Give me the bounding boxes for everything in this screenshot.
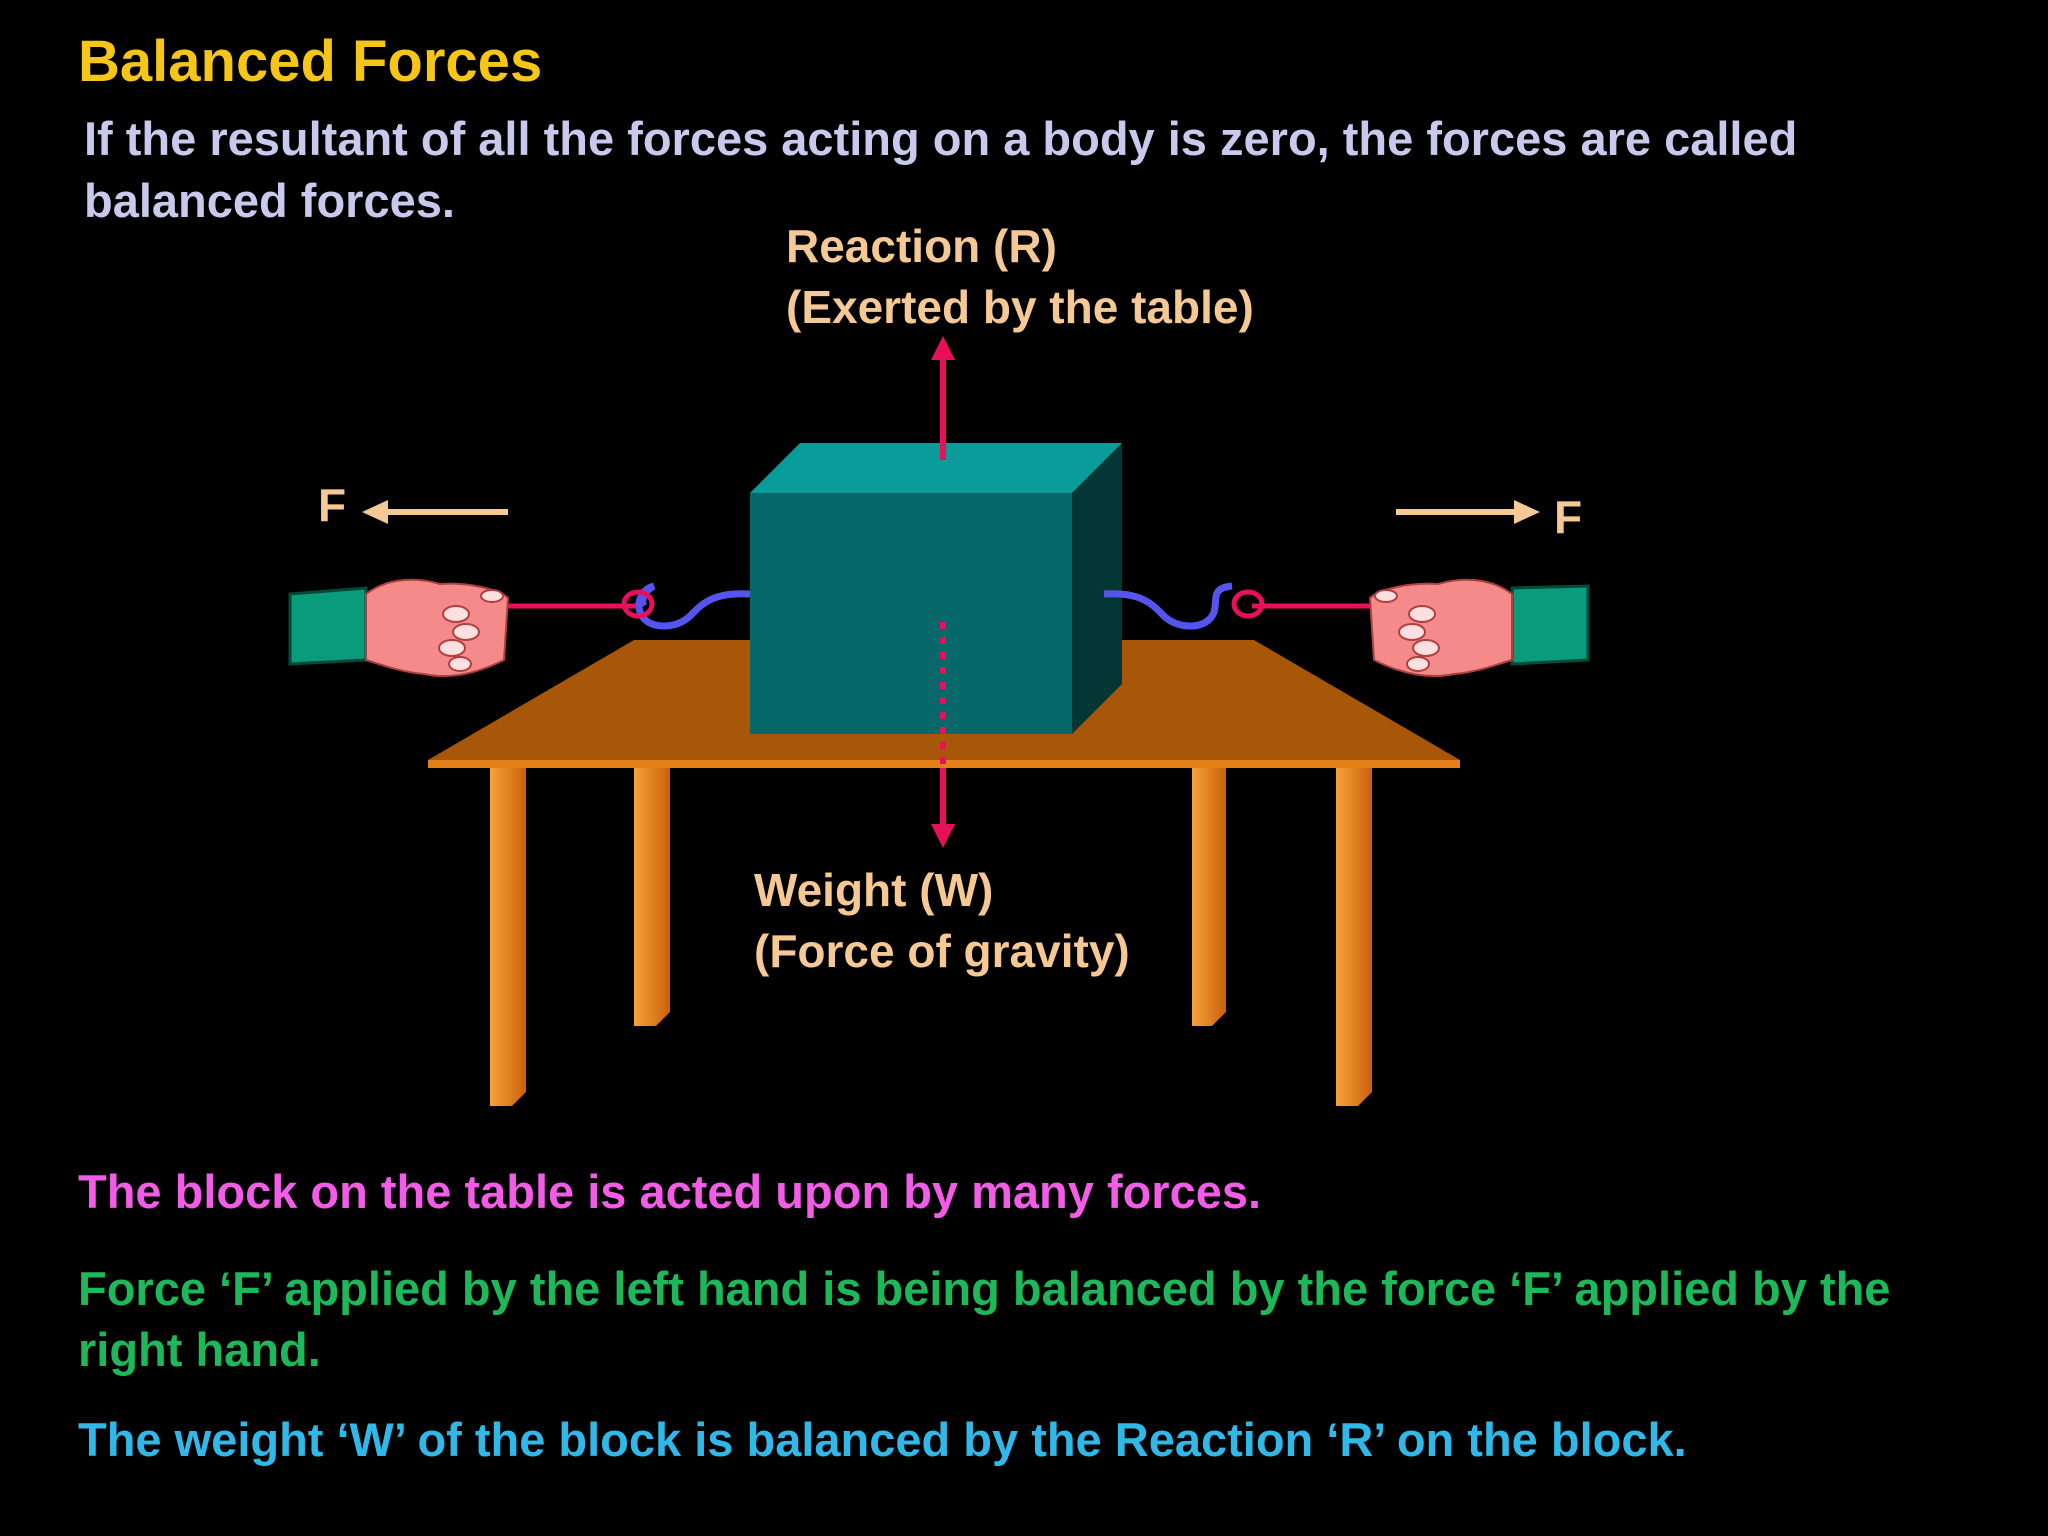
left-hand	[288, 578, 510, 677]
weight-label: Weight (W) (Force of gravity)	[754, 860, 1130, 982]
left-force-arrow	[362, 500, 508, 524]
right-force-arrow	[1396, 500, 1540, 524]
table-legs	[490, 766, 1372, 1106]
reaction-label-line-1: Reaction (R)	[786, 220, 1057, 272]
block	[750, 443, 1122, 734]
page-title: Balanced Forces	[78, 29, 543, 94]
force-left-label: F	[318, 479, 347, 531]
statement-1: The block on the table is acted upon by …	[78, 1165, 1262, 1218]
weight-label-line-1: Weight (W)	[754, 864, 994, 916]
weight-arrow	[931, 622, 955, 848]
right-rope	[1103, 582, 1392, 630]
statement-3: The weight ‘W’ of the block is balanced …	[78, 1413, 1687, 1466]
definition-text: If the resultant of all the forces actin…	[84, 112, 1798, 227]
reaction-label: Reaction (R) (Exerted by the table)	[786, 216, 1254, 338]
statement-2: Force ‘F’ applied by the left hand is be…	[78, 1262, 1891, 1376]
left-rope	[470, 582, 751, 630]
reaction-arrow	[931, 336, 955, 460]
weight-label-line-2: (Force of gravity)	[754, 925, 1130, 977]
reaction-label-line-2: (Exerted by the table)	[786, 281, 1254, 333]
force-right-label: F	[1554, 491, 1583, 543]
right-hand	[1368, 578, 1590, 677]
